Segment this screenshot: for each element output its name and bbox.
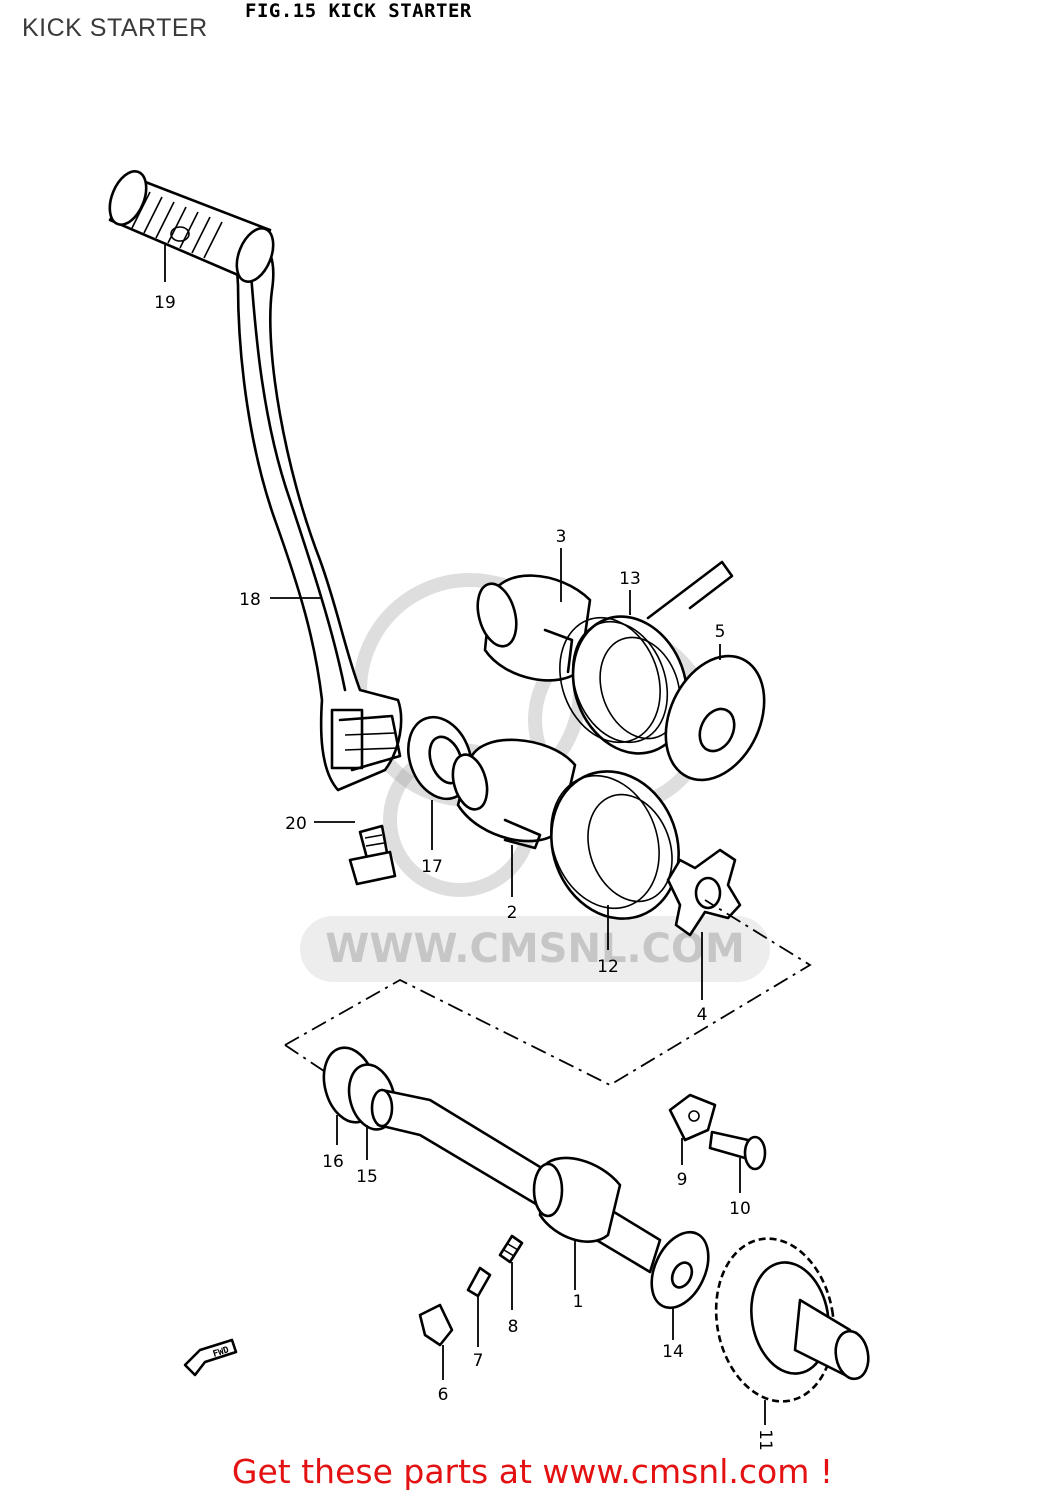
callout-16: 16 [322,1152,344,1172]
callout-4: 4 [697,1005,708,1025]
callout-11: 11 [755,1429,775,1451]
shaft-washer-14[interactable] [640,1223,719,1317]
callout-6: 6 [438,1385,449,1405]
callout-3: 3 [556,527,567,547]
callout-19: 19 [154,293,176,313]
figure-title: FIG.15 KICK STARTER [245,0,472,22]
kick-idle-gear[interactable] [704,1229,872,1411]
kick-return-spring[interactable] [543,560,734,770]
stopper-plate[interactable] [668,1093,717,1142]
part-callouts: 19 18 3 13 5 20 17 2 12 4 16 15 9 10 1 8… [154,293,775,1451]
callout-14: 14 [662,1342,684,1362]
pawl-pin[interactable] [466,1266,492,1298]
callout-7: 7 [473,1351,484,1371]
fwd-label: FWD [212,1345,231,1360]
lever-bolt[interactable] [348,824,397,886]
callout-2: 2 [507,903,518,923]
callout-12: 12 [597,957,619,977]
footer-parts-link[interactable]: Get these parts at www.cmsnl.com ! [231,1452,834,1491]
kick-drive-pawl[interactable] [447,738,577,850]
leader-lines [164,245,766,1425]
fwd-arrow-icon: FWD [183,1338,238,1377]
callout-20: 20 [285,814,307,834]
callout-9: 9 [677,1170,688,1190]
callout-18: 18 [239,590,261,610]
spring-washer[interactable] [647,640,784,796]
kick-grip[interactable] [103,166,281,287]
kick-lever[interactable] [233,235,403,792]
stopper-bolt[interactable] [708,1130,767,1171]
kick-shaft[interactable] [370,1088,662,1274]
callout-1: 1 [573,1292,584,1312]
tab-washer[interactable] [666,848,742,937]
callout-8: 8 [508,1317,519,1337]
assembly-guide-line-2 [284,1044,331,1076]
callout-13: 13 [619,569,641,589]
pawl-stopper[interactable] [418,1303,454,1347]
callout-10: 10 [729,1199,751,1219]
watermark-logo-text: WWW.CMSNL.COM [300,916,770,982]
callout-15: 15 [356,1167,378,1187]
pawl-spring[interactable] [498,1234,524,1264]
page-label: KICK STARTER [22,14,208,42]
callout-17: 17 [421,857,443,877]
callout-5: 5 [715,622,726,642]
drive-spring[interactable] [531,753,699,936]
